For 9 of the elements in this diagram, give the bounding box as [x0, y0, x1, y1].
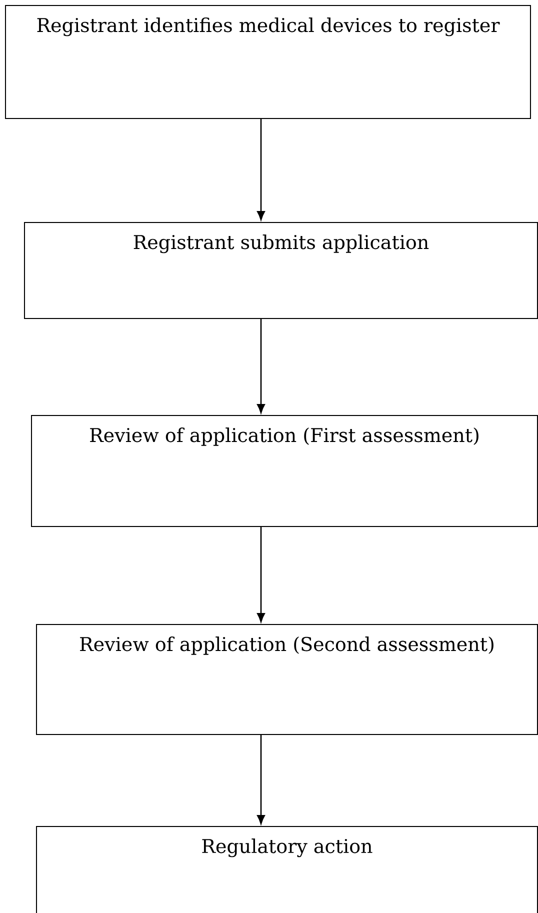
process-box: Registrant identifies medical devices to register	[5, 5, 531, 119]
process-box: Review of application (First assessment)	[31, 415, 538, 527]
arrow	[257, 735, 265, 824]
arrow	[257, 119, 265, 220]
process-box: Regulatory action	[36, 826, 538, 913]
process-box: Review of application (Second assessment)	[36, 624, 538, 735]
arrow	[257, 527, 265, 622]
arrow	[257, 319, 265, 414]
process-box: Registrant submits application	[24, 222, 538, 319]
